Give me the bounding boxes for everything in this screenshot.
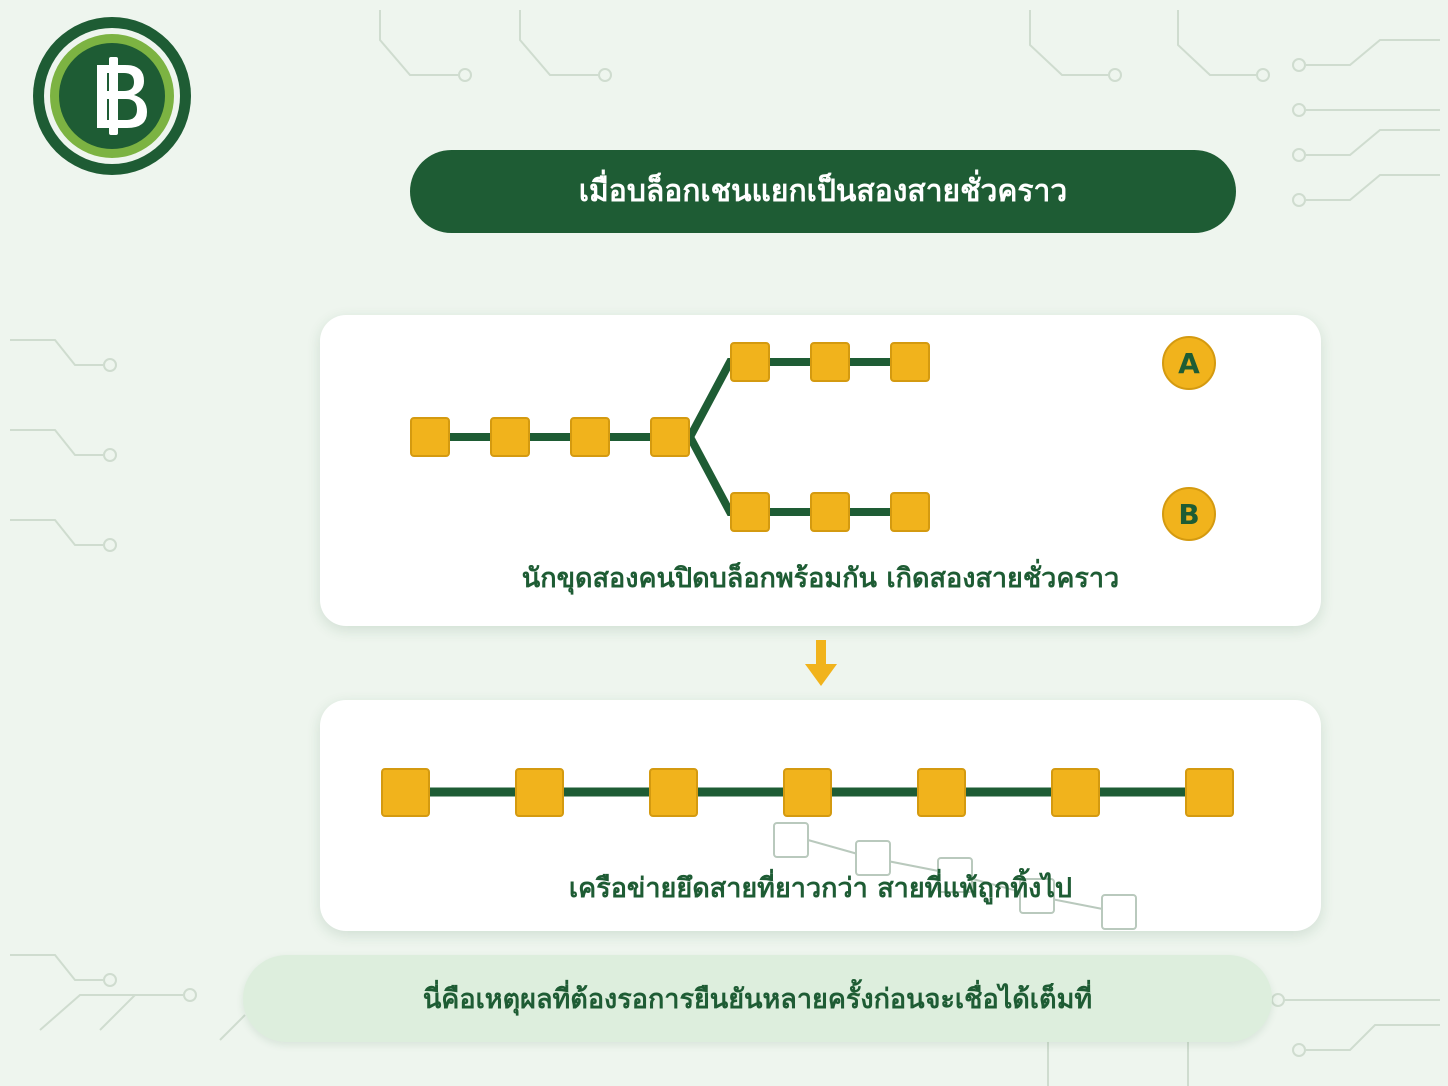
- thai-baht-icon: [33, 17, 191, 175]
- merge-caption: เครือข่ายยึดสายที่ยาวกว่า สายที่แพ้ถูกทิ…: [568, 873, 1073, 904]
- fork-panel: A B นักขุดสองคนปิดบล็อกพร้อมกัน เกิดสองส…: [320, 315, 1321, 626]
- arrow-down-icon: [805, 640, 837, 686]
- block-shared-3: [570, 417, 610, 457]
- fork-caption: นักขุดสองคนปิดบล็อกพร้อมกัน เกิดสองสายชั…: [521, 563, 1120, 594]
- fork-diagram: [410, 342, 930, 532]
- discarded-block-2: [855, 840, 891, 876]
- discarded-block-5: [1101, 894, 1137, 930]
- main-block-4: [783, 768, 832, 817]
- main-block-2: [515, 768, 564, 817]
- discarded-chain: [773, 822, 1137, 930]
- merge-diagram: [381, 768, 1234, 930]
- main-block-1: [381, 768, 430, 817]
- footer-note: นี่คือเหตุผลที่ต้องรอการยืนยันหลายครั้งก…: [243, 955, 1272, 1042]
- block-b-2: [810, 492, 850, 532]
- main-block-7: [1185, 768, 1234, 817]
- block-a-3: [890, 342, 930, 382]
- chain-b-badge: B: [1162, 487, 1216, 541]
- discarded-block-1: [773, 822, 809, 858]
- block-a-2: [810, 342, 850, 382]
- discarded-block-3: [937, 857, 973, 893]
- block-a-1: [730, 342, 770, 382]
- block-shared-4: [650, 417, 690, 457]
- block-b-1: [730, 492, 770, 532]
- discarded-block-4: [1019, 878, 1055, 914]
- page-title: เมื่อบล็อกเชนแยกเป็นสองสายชั่วคราว: [410, 150, 1236, 233]
- merge-panel: เครือข่ายยึดสายที่ยาวกว่า สายที่แพ้ถูกทิ…: [320, 700, 1321, 931]
- block-shared-2: [490, 417, 530, 457]
- block-b-3: [890, 492, 930, 532]
- chain-a-badge: A: [1162, 336, 1216, 390]
- main-block-5: [917, 768, 966, 817]
- main-block-6: [1051, 768, 1100, 817]
- block-shared-1: [410, 417, 450, 457]
- main-block-3: [649, 768, 698, 817]
